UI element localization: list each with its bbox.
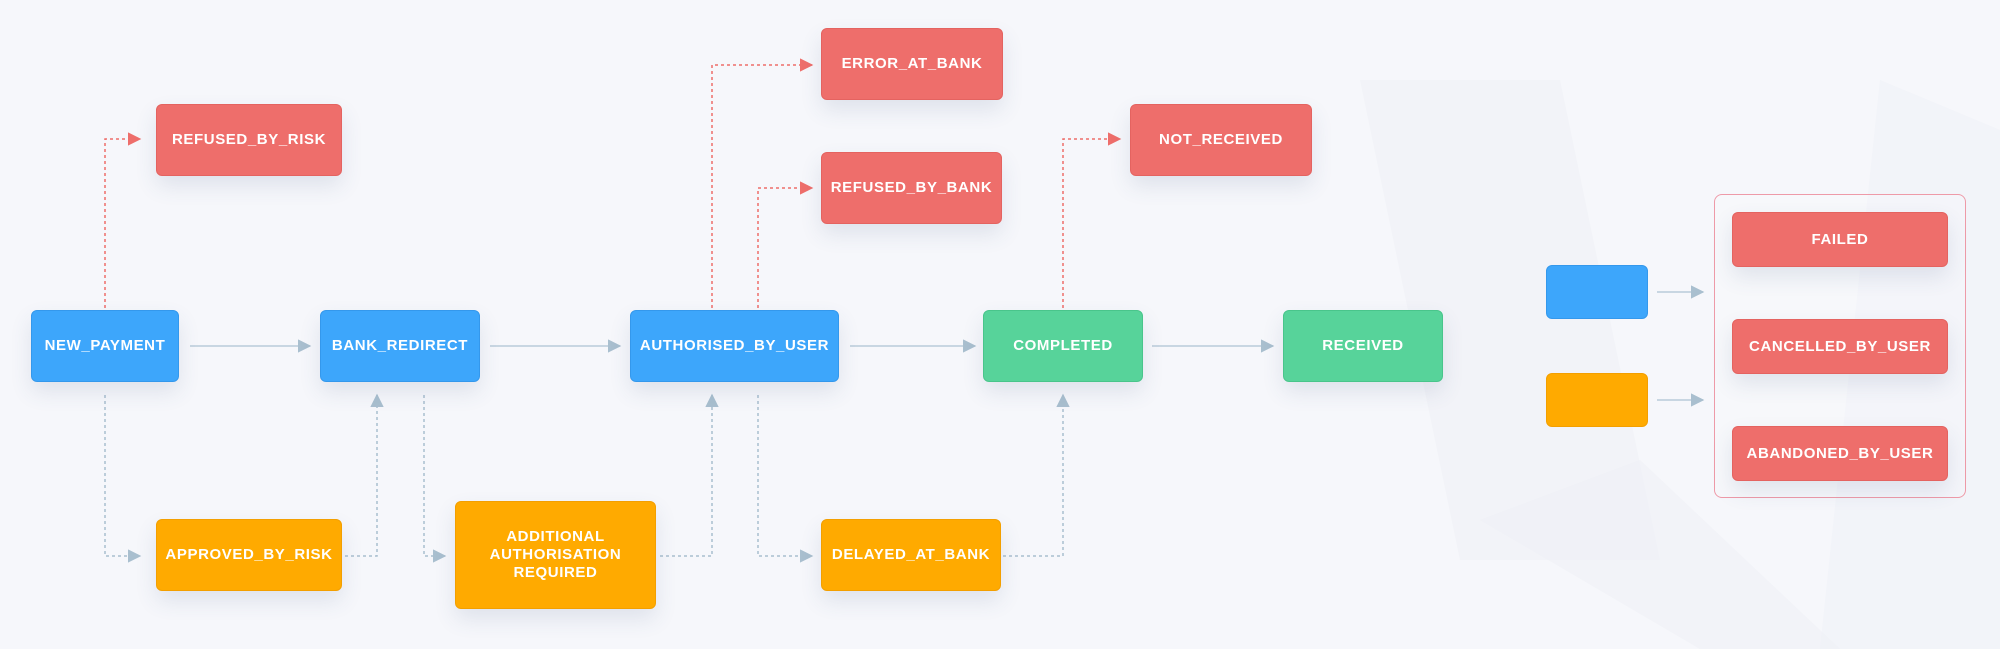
node-refused-by-risk: REFUSED_BY_RISK xyxy=(156,104,342,176)
node-completed: COMPLETED xyxy=(983,310,1143,382)
edge-approved-by-risk-to-bank-redirect xyxy=(345,393,384,557)
node-new-payment: NEW_PAYMENT xyxy=(31,310,179,382)
edge-bank-redirect-to-additional-auth xyxy=(423,395,447,563)
node-authorised-by-user: AUTHORISED_BY_USER xyxy=(630,310,839,382)
node-approved-by-risk: APPROVED_BY_RISK xyxy=(156,519,342,591)
edge-authorised-to-error-at-bank xyxy=(711,58,814,308)
node-abandoned-by-user: ABANDONED_BY_USER xyxy=(1732,426,1948,481)
node-error-at-bank: ERROR_AT_BANK xyxy=(821,28,1003,100)
edge-delayed-at-bank-to-completed xyxy=(1003,393,1070,557)
edge-authorised-to-delayed-at-bank xyxy=(757,395,814,563)
node-bank-redirect: BANK_REDIRECT xyxy=(320,310,480,382)
edge-additional-auth-to-authorised xyxy=(660,393,719,557)
edge-completed-to-not-received xyxy=(1062,132,1122,308)
node-received: RECEIVED xyxy=(1283,310,1443,382)
node-delayed-at-bank: DELAYED_AT_BANK xyxy=(821,519,1001,591)
edge-new-payment-to-refused-by-risk xyxy=(104,132,142,308)
edge-new-payment-to-approved-by-risk xyxy=(104,395,142,563)
node-additional-authorisation-required: ADDITIONAL AUTHORISATION REQUIRED xyxy=(455,501,656,609)
edge-authorised-to-refused-by-bank xyxy=(757,181,814,308)
node-cancelled-by-user: CANCELLED_BY_USER xyxy=(1732,319,1948,374)
node-failed: FAILED xyxy=(1732,212,1948,267)
node-not-received: NOT_RECEIVED xyxy=(1130,104,1312,176)
legend-orange-swatch xyxy=(1546,373,1648,427)
node-refused-by-bank: REFUSED_BY_BANK xyxy=(821,152,1002,224)
legend-blue-swatch xyxy=(1546,265,1648,319)
